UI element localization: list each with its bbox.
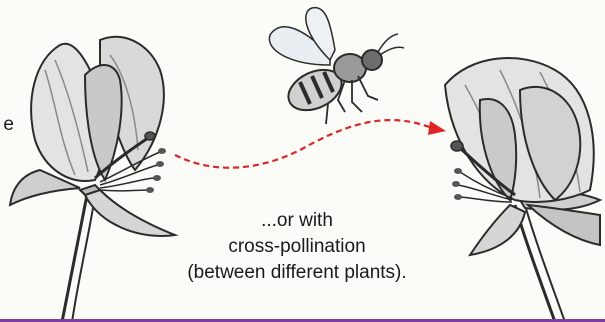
arrowhead-icon — [428, 121, 446, 135]
bee-illustration — [269, 8, 404, 124]
caption-line-1: ...or with — [132, 208, 462, 234]
cropped-text-fragment: e — [0, 114, 14, 136]
caption-line-3: (between different plants). — [132, 260, 462, 286]
caption-line-2: cross-pollination — [132, 234, 462, 260]
right-flower-illustration — [445, 58, 600, 322]
cross-pollination-caption: ...or with cross-pollination (between di… — [132, 208, 462, 286]
cross-pollination-arrow — [175, 120, 446, 168]
